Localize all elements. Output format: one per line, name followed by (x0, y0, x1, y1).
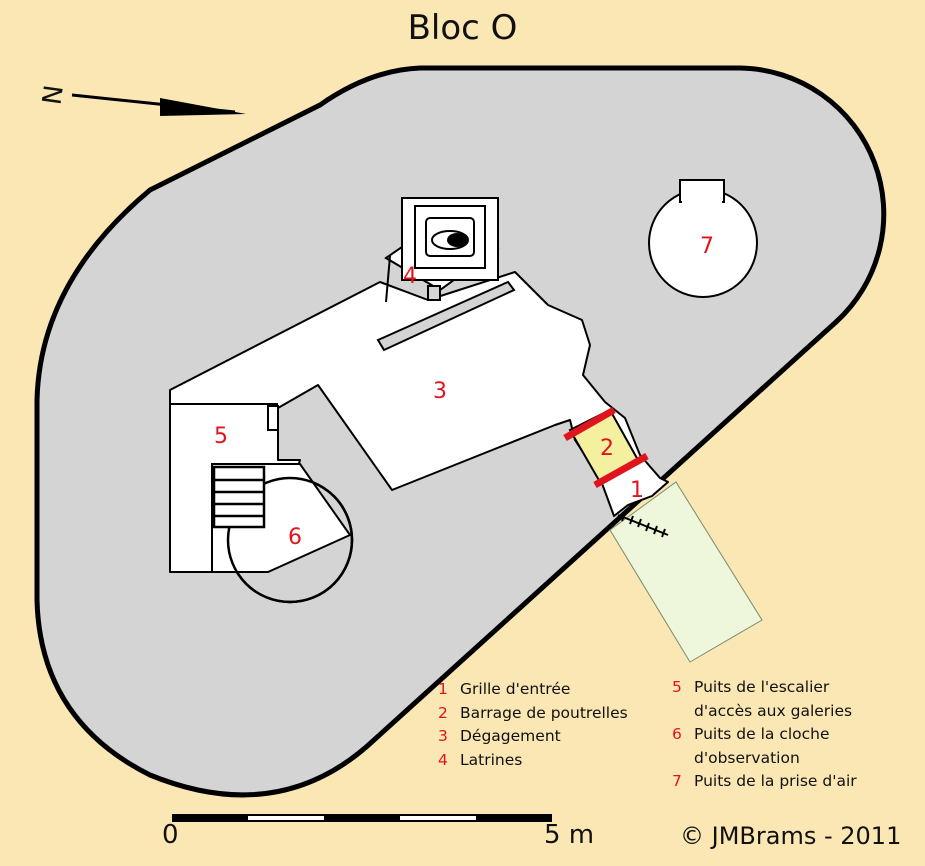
barrier-beam-upper (563, 406, 616, 442)
copyright-text: © JMBrams - 2011 (680, 822, 902, 850)
scale-bar (172, 814, 552, 822)
north-label: N (37, 83, 70, 107)
room-number-6: 6 (288, 525, 302, 550)
degagement-room (169, 271, 669, 573)
latrines-room (376, 197, 516, 352)
air-intake-shaft (648, 179, 758, 298)
stairs (212, 465, 266, 529)
legend-item-continuation: d'observation (694, 748, 800, 767)
room-number-5: 5 (214, 424, 228, 449)
room-number-4: 4 (403, 264, 417, 289)
room-number-1: 1 (630, 478, 644, 503)
room-number-7: 7 (700, 234, 714, 259)
scale-end-label: 5 m (544, 820, 595, 850)
legend-item-continuation: d'accès aux galeries (694, 701, 853, 720)
scale-start-label: 0 (162, 820, 179, 850)
north-arrow-icon (71, 93, 246, 116)
room-number-2: 2 (600, 436, 614, 461)
entrance-grille (617, 512, 669, 538)
plan-title: Bloc O (407, 8, 518, 48)
barrier-beam-lower (593, 452, 649, 489)
room-number-3: 3 (433, 379, 447, 404)
